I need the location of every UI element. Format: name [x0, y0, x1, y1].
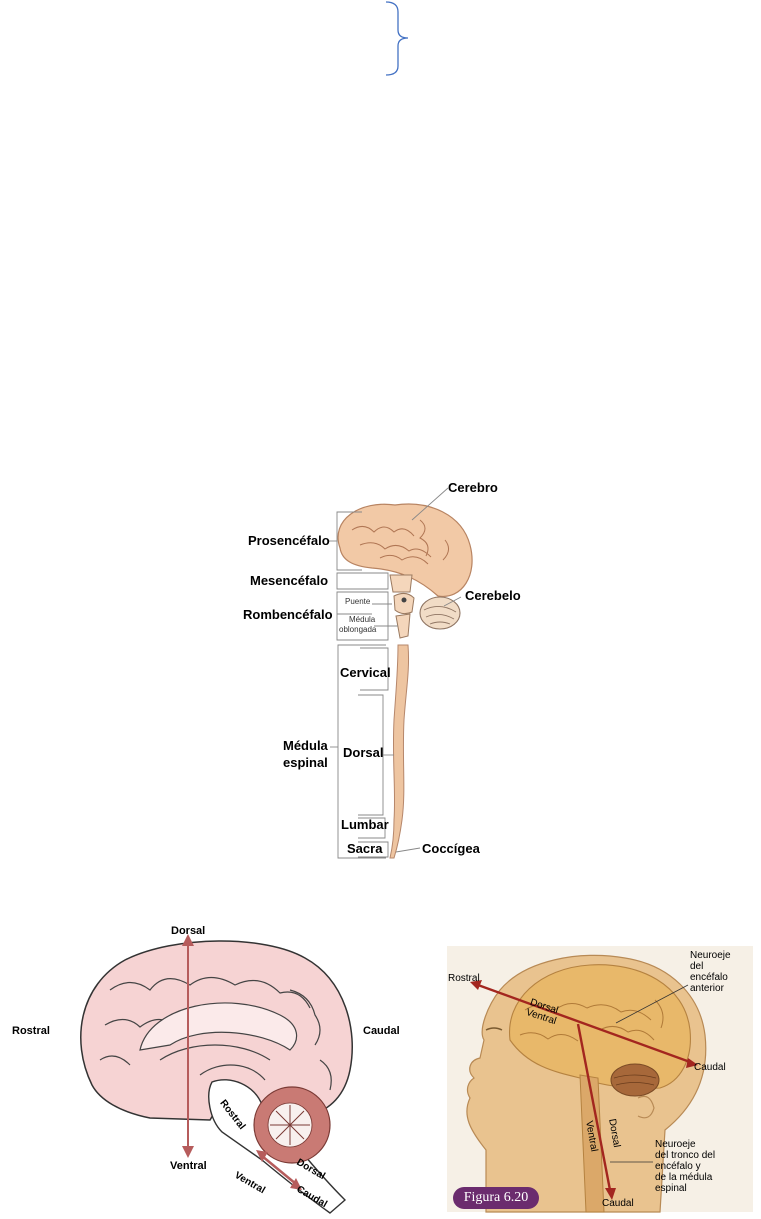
- label-neuroeje-tronco-2: del tronco del: [655, 1150, 716, 1161]
- label-medula-espinal-2: espinal: [283, 755, 328, 770]
- label-neuroeje-tronco-4: de la médula: [655, 1172, 713, 1183]
- figure-tag: Figura 6.20: [453, 1187, 539, 1209]
- label-medula-oblongada-2: oblongada: [339, 625, 377, 634]
- label-neuroeje-anterior-2: del: [690, 961, 704, 972]
- label-cervical: Cervical: [340, 665, 391, 680]
- label-medula-oblongada-1: Médula: [349, 615, 376, 624]
- label-neuroeje-tronco-5: espinal: [655, 1183, 687, 1194]
- label-coccigea: Coccígea: [422, 841, 480, 856]
- label-caudal-right: Caudal: [363, 1025, 400, 1037]
- spinal-cord: [389, 644, 410, 859]
- label-rombencefalo: Rombencéfalo: [243, 607, 333, 622]
- label-dorsal-top: Dorsal: [171, 925, 206, 937]
- label-neuroeje-anterior-1: Neuroeje: [690, 950, 731, 961]
- label-caudal-right: Caudal: [694, 1062, 726, 1073]
- label-ventral-bottom: Ventral: [170, 1160, 207, 1172]
- label-mesencefalo: Mesencéfalo: [250, 573, 329, 588]
- label-cerebro: Cerebro: [448, 480, 498, 495]
- label-caudal-bottom: Caudal: [602, 1198, 634, 1209]
- brain-in-head: [509, 964, 691, 1089]
- label-sacra: Sacra: [347, 841, 383, 856]
- cerebrum-shape: [337, 503, 473, 597]
- label-medula-espinal-1: Médula: [283, 738, 328, 753]
- label-cerebelo: Cerebelo: [465, 588, 521, 603]
- label-neuroeje-tronco-3: encéfalo y: [655, 1161, 701, 1172]
- label-rostral: Rostral: [448, 973, 480, 984]
- cerebellum: [253, 1086, 331, 1164]
- label-puente: Puente: [345, 597, 371, 606]
- label-lumbar: Lumbar: [341, 817, 389, 832]
- label-neuroeje-tronco-1: Neuroeje: [655, 1139, 696, 1150]
- label-neuroeje-anterior-3: encéfalo: [690, 972, 728, 983]
- label-neuroeje-anterior-4: anterior: [690, 983, 724, 994]
- label-dorsal-segment: Dorsal: [343, 745, 384, 760]
- label-prosencefalo: Prosencéfalo: [248, 533, 330, 548]
- label-rostral-left: Rostral: [12, 1025, 50, 1037]
